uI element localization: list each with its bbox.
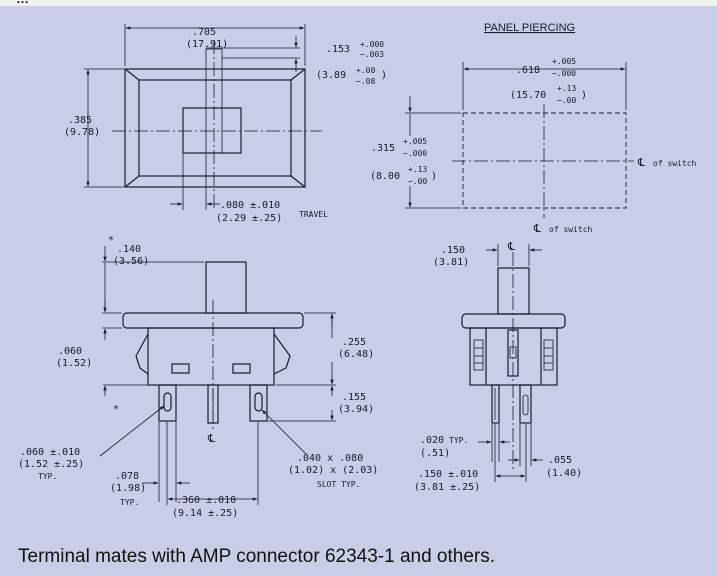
side-view-left-latch (135, 333, 149, 375)
panel-height-in-tol-plus: +.005 (403, 137, 427, 146)
side-view-body (147, 327, 275, 386)
side-view-actuator (205, 261, 247, 314)
panel-height-in-tol-minus: −.000 (403, 149, 427, 158)
end-view-thick-mm: (.51) (420, 448, 450, 459)
end-view-pin-mm: (1.40) (546, 468, 582, 479)
panel-cl-bottom-symbol: ℄ (533, 223, 541, 235)
caption: Terminal mates with AMP connector 62343-… (18, 546, 496, 567)
end-view-body (469, 327, 558, 386)
panel-width-mm-close: ) (581, 90, 587, 101)
end-view-spacing-in: .150 ±.010 (418, 469, 478, 480)
side-view-star: * (108, 235, 114, 246)
panel-width-mm: (15.70 (510, 90, 546, 101)
end-view: ℄ .150 (3.81) .020 TYP. (.51) .055 (1.40… (414, 241, 582, 493)
top-view-travel-mm: (2.29 ±.25) (216, 213, 282, 224)
side-view-flange-in: .060 (58, 346, 82, 357)
side-view-spacing-mm: (9.14 ±.25) (172, 508, 238, 519)
side-view-right-slot (254, 392, 263, 412)
panel-height-in: .315 (371, 143, 395, 154)
panel-width-in-tol-minus: −.000 (552, 69, 576, 78)
top-view-actuator-in-tol-plus: +.000 (360, 40, 384, 49)
top-view-inner-body (138, 79, 292, 177)
top-view-actuator-mm: (3.89 (316, 70, 346, 81)
end-view-pin-in: .055 (548, 455, 572, 466)
end-view-right-pin (519, 384, 532, 424)
top-view-actuator-in: .153 (326, 44, 350, 55)
page-top-strip: … (0, 0, 717, 6)
panel-height-mm-tol-plus: +.13 (408, 165, 427, 174)
panel-height-mm-tol-minus: −.00 (408, 177, 427, 186)
side-view-slot-in: .040 x .080 (297, 453, 363, 464)
panel-cutout-outline (462, 112, 627, 209)
side-view-right-window (232, 363, 251, 374)
end-view-cl-symbol: ℄ (507, 241, 515, 253)
top-view-actuator-mm-tol-minus: −.08 (356, 77, 375, 86)
side-view-flange-mm: (1.52) (56, 358, 92, 369)
panel-piercing-view: PANEL PIERCING .618 +.005 −.000 (15.70 +… (370, 22, 697, 235)
side-view-term-in: .155 (342, 392, 366, 403)
side-view-body-mm: (6.48) (338, 349, 374, 360)
end-view-spacing-mm: (3.81 ±.25) (414, 482, 480, 493)
top-view-travel-label: TRAVEL (299, 210, 328, 219)
panel-cl-right-label: of switch (653, 159, 697, 168)
panel-cl-right-symbol: ℄ (637, 157, 645, 169)
side-view-hole-in: .060 ±.010 (20, 447, 80, 458)
panel-width-mm-tol-plus: +.13 (557, 84, 576, 93)
top-view: .705 (17.91) .153 +.000 −.003 (3.89 +.00… (64, 24, 387, 224)
top-view-height-mm: (9.78) (64, 127, 100, 138)
end-view-act-mm: (3.81) (433, 257, 469, 268)
top-view-actuator-mm-close: ) (381, 70, 387, 81)
end-view-left-pin (491, 384, 500, 424)
end-view-thick-typ: TYP. (449, 436, 468, 445)
panel-width-in: .618 (516, 65, 540, 76)
panel-piercing-title: PANEL PIERCING (484, 22, 575, 34)
panel-cl-bottom-label: of switch (549, 225, 593, 234)
top-view-actuator-outline (182, 107, 242, 154)
side-view: ℄ * .140 (3.56) .060 (1.52) * (18, 235, 378, 519)
side-view-termw-in: .078 (115, 471, 139, 482)
side-view-hole-mm: (1.52 ±.25) (18, 459, 84, 470)
side-view-body-in: .255 (342, 337, 366, 348)
end-view-flange (461, 313, 566, 329)
top-view-height-in: .385 (68, 115, 92, 126)
top-view-width-mm: (17.91) (186, 39, 228, 50)
side-view-left-terminal (158, 384, 177, 422)
side-view-slot-typ: SLOT TYP. (317, 480, 360, 489)
side-view-right-terminal (249, 384, 268, 422)
side-view-hole-typ: TYP. (38, 472, 57, 481)
end-view-thick-in: .020 (420, 435, 444, 446)
panel-width-mm-tol-minus: −.00 (557, 96, 576, 105)
top-view-travel-in: .080 ±.010 (220, 200, 280, 211)
side-view-slot-mm: (1.02) x (2.03) (288, 465, 378, 476)
end-view-act-in: .150 (441, 245, 465, 256)
panel-height-mm-close: ) (431, 171, 437, 182)
panel-width-in-tol-plus: +.005 (552, 57, 576, 66)
side-view-star2: * (113, 404, 119, 415)
top-view-width-in: .705 (192, 27, 216, 38)
top-view-outer-body (124, 68, 306, 188)
side-view-termw-typ: TYP. (120, 498, 139, 507)
side-view-actuator-in: .140 (117, 244, 141, 255)
header-fragment: … (16, 0, 29, 6)
side-view-actuator-mm: (3.56) (113, 256, 149, 267)
side-view-left-window (171, 363, 190, 374)
top-view-actuator-mm-tol-plus: +.00 (356, 66, 375, 75)
side-view-cl-symbol: ℄ (207, 433, 215, 445)
top-view-actuator-in-tol-minus: −.003 (360, 50, 384, 59)
panel-height-mm: (8.00 (370, 171, 400, 182)
end-view-actuator (497, 267, 530, 315)
side-view-left-slot (163, 392, 172, 412)
side-view-term-mm: (3.94) (338, 404, 374, 415)
side-view-termw-mm: (1.98) (110, 483, 146, 494)
side-view-right-latch (273, 333, 291, 375)
side-view-spacing-in: .360 ±.010 (176, 495, 236, 506)
